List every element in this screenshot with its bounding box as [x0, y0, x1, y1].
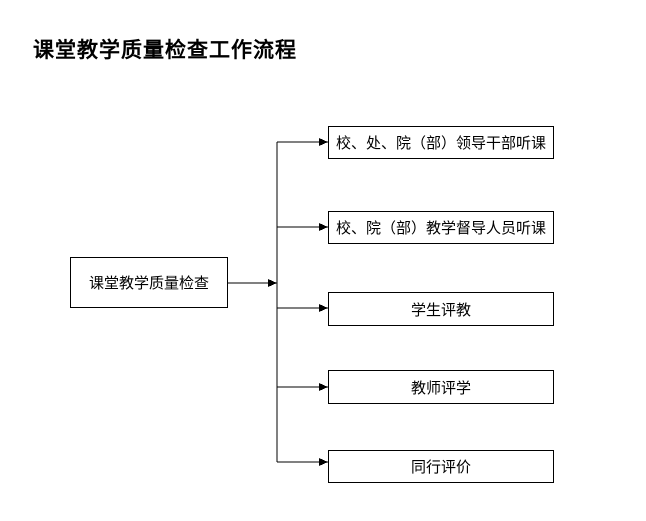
page-title: 课堂教学质量检查工作流程: [33, 39, 297, 62]
node-root: 课堂教学质量检查: [70, 257, 228, 308]
node-root-label: 课堂教学质量检查: [88, 275, 209, 292]
node-branch-supervisor-listening: 校、院（部）教学督导人员听课: [328, 211, 554, 244]
node-branch-label: 同行评价: [410, 459, 471, 476]
node-branch-student-evaluation: 学生评教: [328, 292, 554, 326]
node-branch-leader-listening: 校、处、院（部）领导干部听课: [328, 126, 554, 159]
node-branch-teacher-evaluation: 教师评学: [328, 370, 554, 404]
node-branch-label: 校、处、院（部）领导干部听课: [335, 135, 546, 152]
node-branch-label: 校、院（部）教学督导人员听课: [335, 220, 546, 237]
node-branch-label: 学生评教: [410, 301, 471, 319]
node-branch-label: 教师评学: [410, 379, 471, 397]
node-branch-peer-evaluation: 同行评价: [328, 450, 554, 483]
